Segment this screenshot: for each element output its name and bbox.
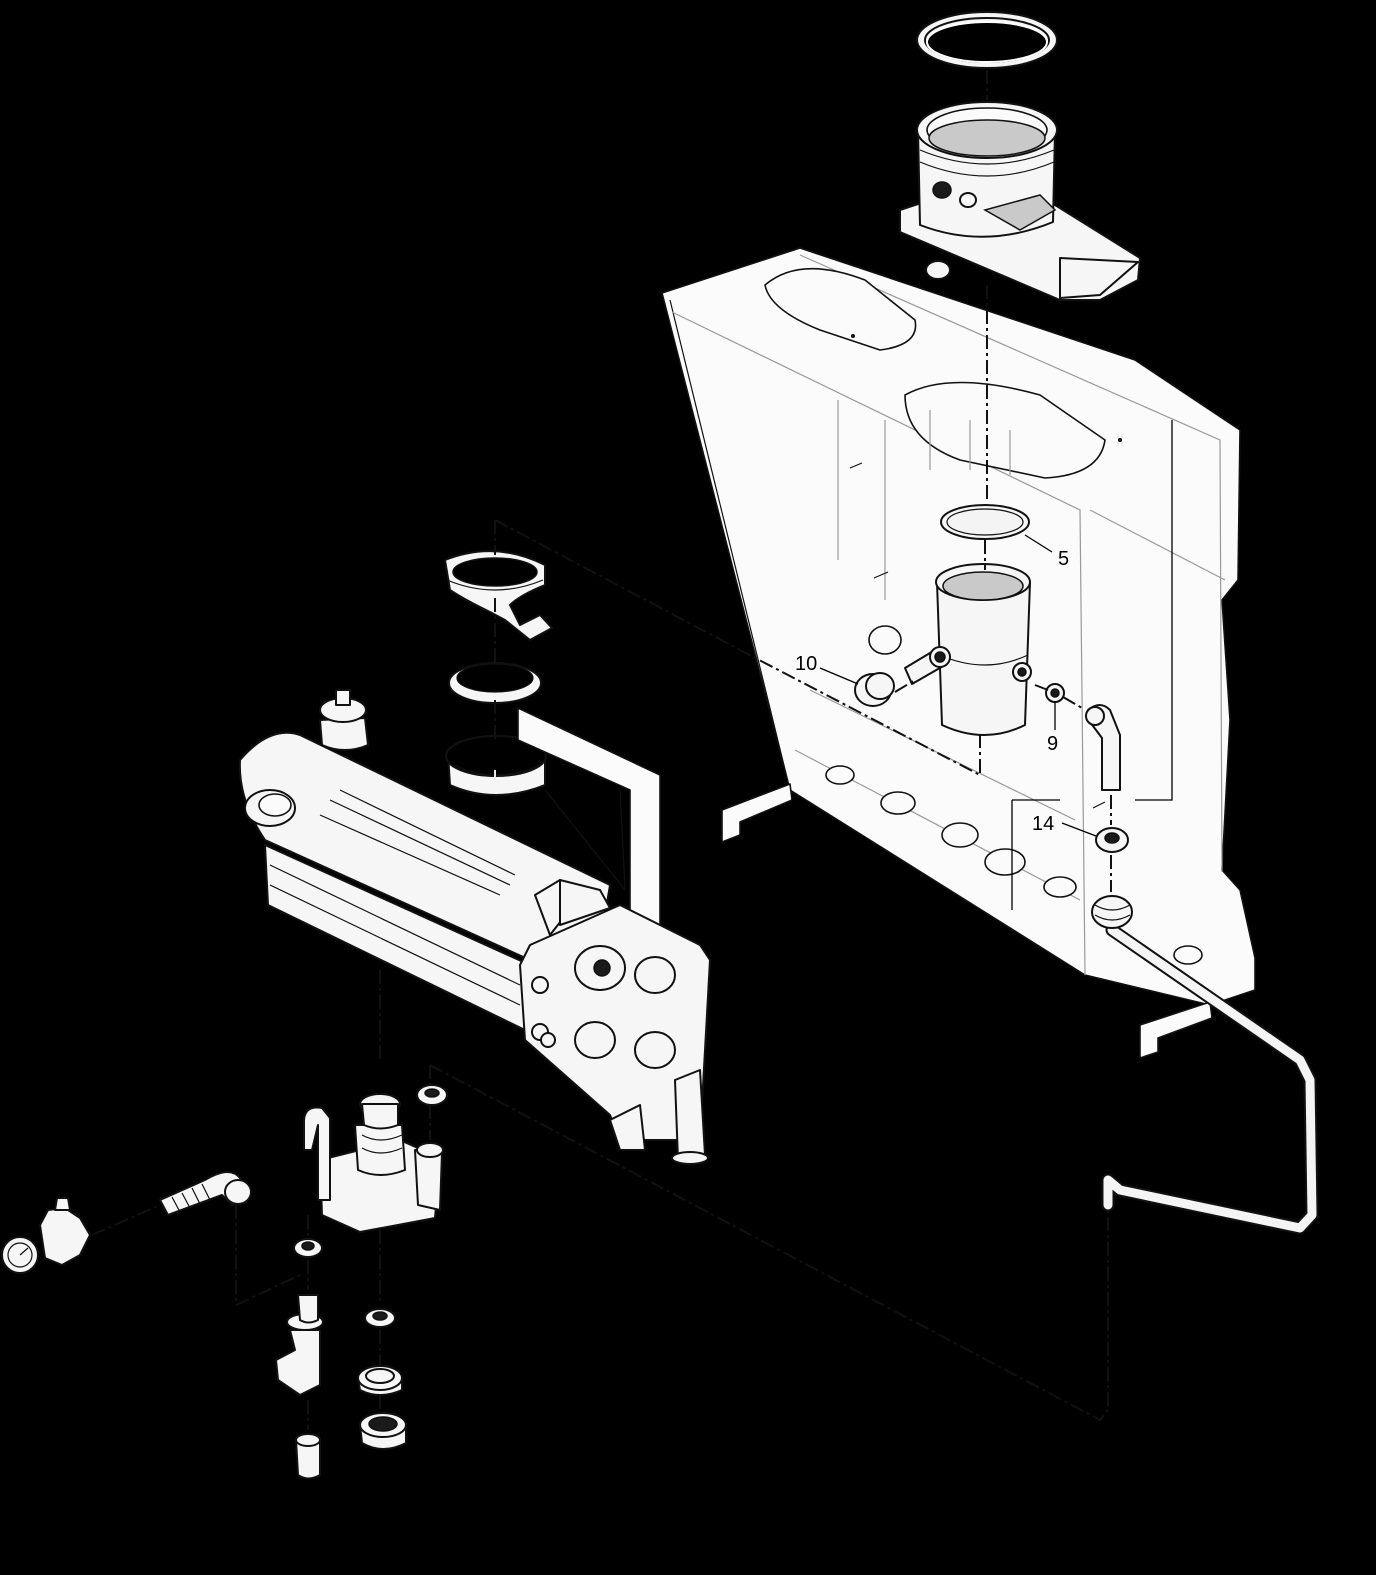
callout-5: 5	[1024, 534, 1069, 570]
cap-10	[854, 672, 895, 707]
callout-14: 14	[1032, 813, 1097, 837]
callout-10: 10	[795, 653, 859, 685]
callout-10-label: 10	[795, 653, 817, 675]
callout-5-label: 5	[1058, 548, 1069, 570]
small-washer-a	[416, 1084, 448, 1106]
assembly-axes	[91, 70, 1112, 1430]
grommet-9	[1045, 683, 1065, 703]
bottom-tube	[295, 1433, 321, 1480]
seal-ring-upper	[448, 662, 542, 704]
heat-exchanger	[238, 689, 711, 1165]
flue-ring-5	[940, 504, 1030, 540]
callout-9: 9	[1047, 702, 1058, 755]
callout-9-label: 9	[1047, 733, 1058, 755]
seal-14	[1095, 827, 1129, 853]
flue-tee	[904, 563, 1032, 736]
siphon-body	[275, 1238, 324, 1396]
stacked-washers	[357, 1308, 407, 1450]
callout-14-label: 14	[1032, 813, 1054, 835]
pressure-relief-valve	[1, 1197, 91, 1274]
flue-seal-ring	[916, 11, 1058, 69]
clamp-bracket	[444, 550, 553, 641]
condensate-trap	[303, 1093, 444, 1233]
flue-adapter	[899, 101, 1141, 301]
elbow-connector	[1085, 704, 1121, 791]
corrugated-hose	[159, 1171, 252, 1216]
condensate-hose	[1091, 895, 1319, 1235]
